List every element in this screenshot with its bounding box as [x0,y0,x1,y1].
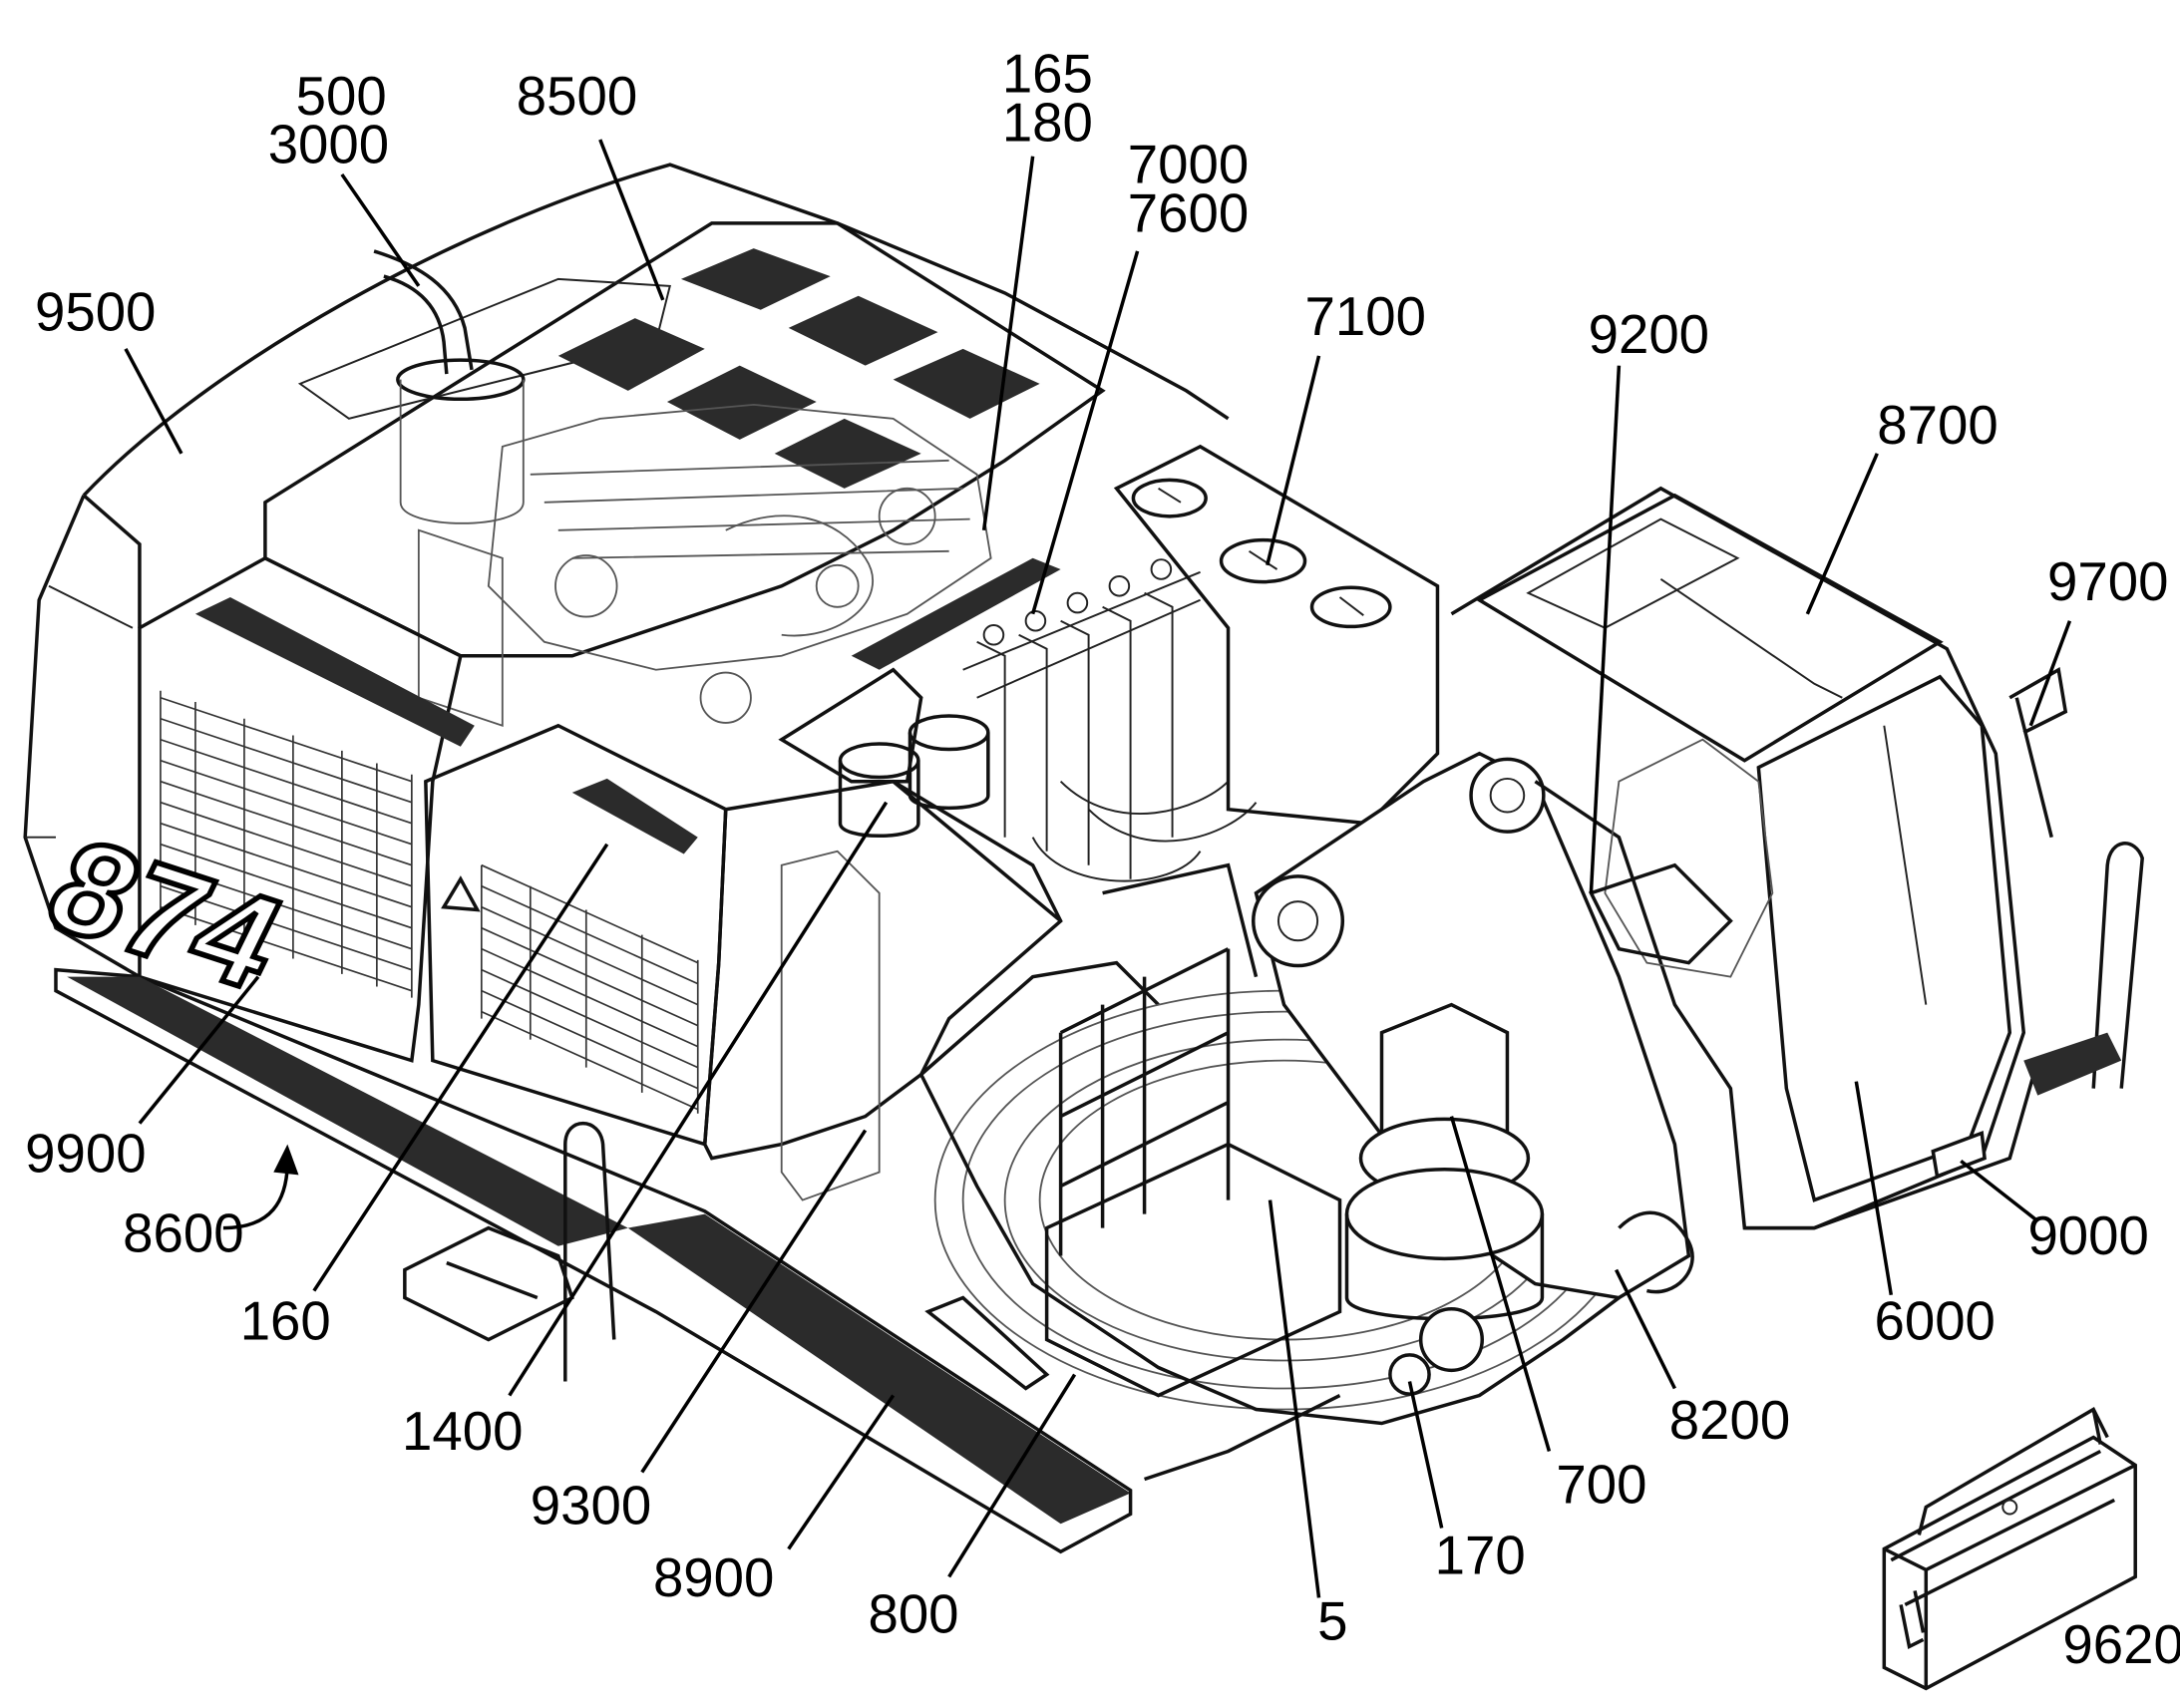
side-vents-left [160,690,413,998]
tool-bracket [924,1295,1050,1391]
center-vents [480,863,699,1114]
air-cleaner-body [399,379,525,524]
control-panel-9200 [1588,862,1733,965]
tank-caps [1131,478,1392,629]
valve-grille [851,557,1061,670]
center-grille-strip [571,778,698,854]
callout-9620: 9620 [2062,1614,2180,1675]
control-valve-hoses [962,558,1258,882]
callout-8900: 8900 [653,1547,774,1608]
callout-6000: 6000 [1875,1291,1996,1352]
battery-box [1044,1142,1342,1398]
filter-ghost [780,850,881,1201]
boom-pivot-upper [1251,874,1345,968]
leader-lines [124,139,2072,1598]
callout-180: 180 [1002,92,1093,153]
cab-storage-9000 [1931,1130,1987,1180]
callout-8500: 8500 [517,66,637,127]
engine-ghost [417,403,992,728]
counterweight-inner-edge [25,584,134,839]
hood-vent-grilles [557,248,1040,489]
upper-grille-strip [194,596,475,747]
toolbox [1882,1407,2137,1691]
hydraulic-tank [1113,444,1440,826]
callout-8600: 8600 [123,1202,243,1263]
boom-pivot-top [1469,757,1546,834]
side-housing-left [138,555,463,1063]
callout-3000: 3000 [268,115,389,175]
callout-1400: 1400 [402,1401,523,1462]
upper-frame [892,780,1160,1076]
cab-footstep [2023,1032,2122,1096]
callout-7600: 7600 [1128,182,1249,243]
lower-walkway-grating [627,1213,1131,1525]
hood-plate [297,277,671,420]
decal-number: 874 [26,812,305,1017]
callout-800: 800 [868,1583,958,1644]
side-housing-right [702,779,1063,1161]
callout-9500: 9500 [35,282,156,343]
callout-160: 160 [240,1291,331,1352]
callout-5: 5 [1317,1590,1347,1651]
swing-drive [1344,1002,1545,1321]
cab-handrail [2091,842,2144,1089]
exhaust-pipe [373,249,474,375]
boom-pin-lower [1418,1306,1485,1373]
cab-roof-hatch [1526,517,1740,629]
callout-500: 500 [296,66,387,127]
left-walkway-grating [67,976,628,1246]
boom-cylinder-mount [1618,1210,1694,1294]
cab-roof [1475,493,1944,763]
arrow-8600 [273,1144,299,1176]
operator-seat [1604,738,1774,978]
callout-9900: 9900 [25,1124,146,1185]
callout-165: 165 [1002,43,1093,104]
cab-window-frame [1756,674,2012,1202]
callout-8200: 8200 [1669,1390,1790,1451]
callout-7100: 7100 [1305,286,1426,347]
front-frame [919,1073,1621,1482]
machine-illustration: 874 [23,163,2144,1691]
cab-mirror [2008,666,2068,839]
pin-170 [1388,1353,1431,1396]
callout-9000: 9000 [2027,1205,2148,1266]
callout-9300: 9300 [531,1475,651,1536]
callout-7000: 7000 [1128,134,1249,194]
warning-triangle [441,875,481,912]
callout-170: 170 [1435,1526,1526,1586]
handrail [1058,862,1259,1256]
cab-door-step [1744,1060,2039,1230]
callout-700: 700 [1556,1454,1646,1515]
wiper [1659,577,1928,1005]
callout-8700: 8700 [1877,395,1998,456]
step-handle [563,1121,616,1382]
callout-9200: 9200 [1589,304,1709,365]
callout-labels: 500 3000 8500 165 180 7000 7600 7100 920… [25,43,2180,1675]
hood-right-step [778,667,923,784]
filters [838,714,990,838]
callout-9700: 9700 [2047,551,2168,612]
operator-cab [1450,486,2026,1230]
entry-step [403,1225,574,1342]
lower-walkway [54,967,1133,1554]
